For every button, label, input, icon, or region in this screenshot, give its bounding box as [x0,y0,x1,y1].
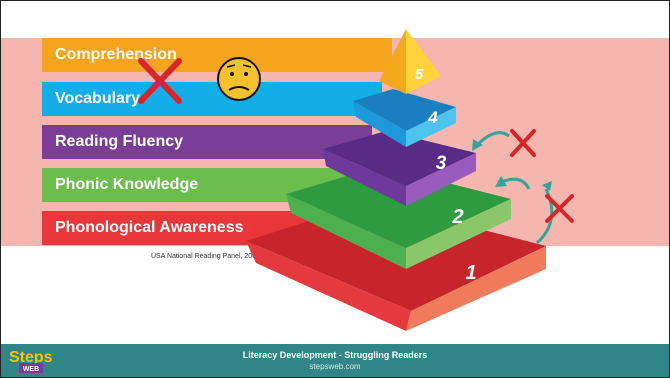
band-label: Reading Fluency [55,133,184,150]
band-vocabulary: Vocabulary [42,82,382,116]
footer-bar: Steps WEB Literacy Development - Struggl… [1,344,669,377]
band-label: Comprehension [55,46,177,63]
level-number-3: 3 [436,153,447,174]
pyramid-level-2 [286,166,511,269]
pyramid-level-5 [379,29,441,94]
stepsweb-logo: Steps WEB [9,349,53,373]
pyramid-graphic: 1 2 3 4 5 [138,29,574,331]
pyramid-level-3 [323,131,476,206]
band-label: Phonological Awareness [55,219,244,236]
band-label: Vocabulary [55,90,141,107]
band-label: Phonic Knowledge [55,176,199,193]
level-number-2: 2 [451,206,463,228]
band-comprehension: Comprehension [42,38,392,72]
red-x-icon [138,58,182,104]
citation: USA National Reading Panel, 2000 [151,253,260,260]
level-number-5: 5 [415,66,424,83]
svg-text:Steps: Steps [9,349,53,366]
worried-face-icon [217,57,261,101]
footer-title: Literacy Development - Struggling Reader… [242,350,428,360]
level-number-1: 1 [465,262,476,284]
band-reading-fluency: Reading Fluency [42,125,372,159]
pyramid-level-4 [353,89,456,147]
red-x-icon [510,129,574,223]
footer-url[interactable]: stepsweb.com [309,362,361,371]
level-number-4: 4 [427,108,438,127]
arrowheads [472,139,552,191]
svg-text:WEB: WEB [23,366,39,373]
